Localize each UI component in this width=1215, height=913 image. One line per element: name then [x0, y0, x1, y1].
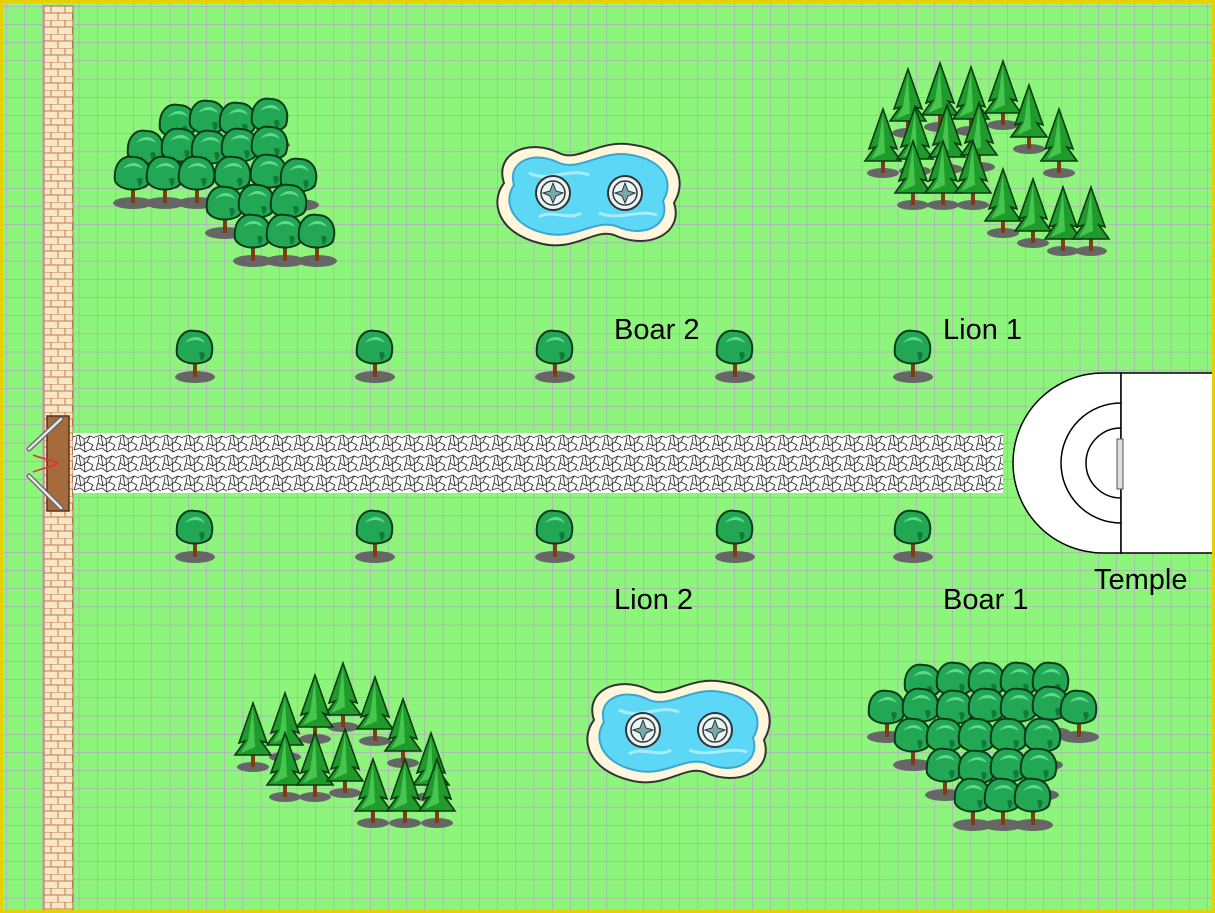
label-temple[interactable]: Temple	[1094, 566, 1188, 595]
temple[interactable]	[1013, 373, 1213, 553]
pond-north	[497, 144, 679, 246]
pond-south	[587, 681, 769, 783]
label-boar2[interactable]: Boar 2	[614, 316, 699, 345]
stone-path[interactable]	[73, 433, 1003, 493]
label-boar1[interactable]: Boar 1	[943, 586, 1028, 615]
label-lion2[interactable]: Lion 2	[614, 586, 693, 615]
label-lion1[interactable]: Lion 1	[943, 316, 1022, 345]
